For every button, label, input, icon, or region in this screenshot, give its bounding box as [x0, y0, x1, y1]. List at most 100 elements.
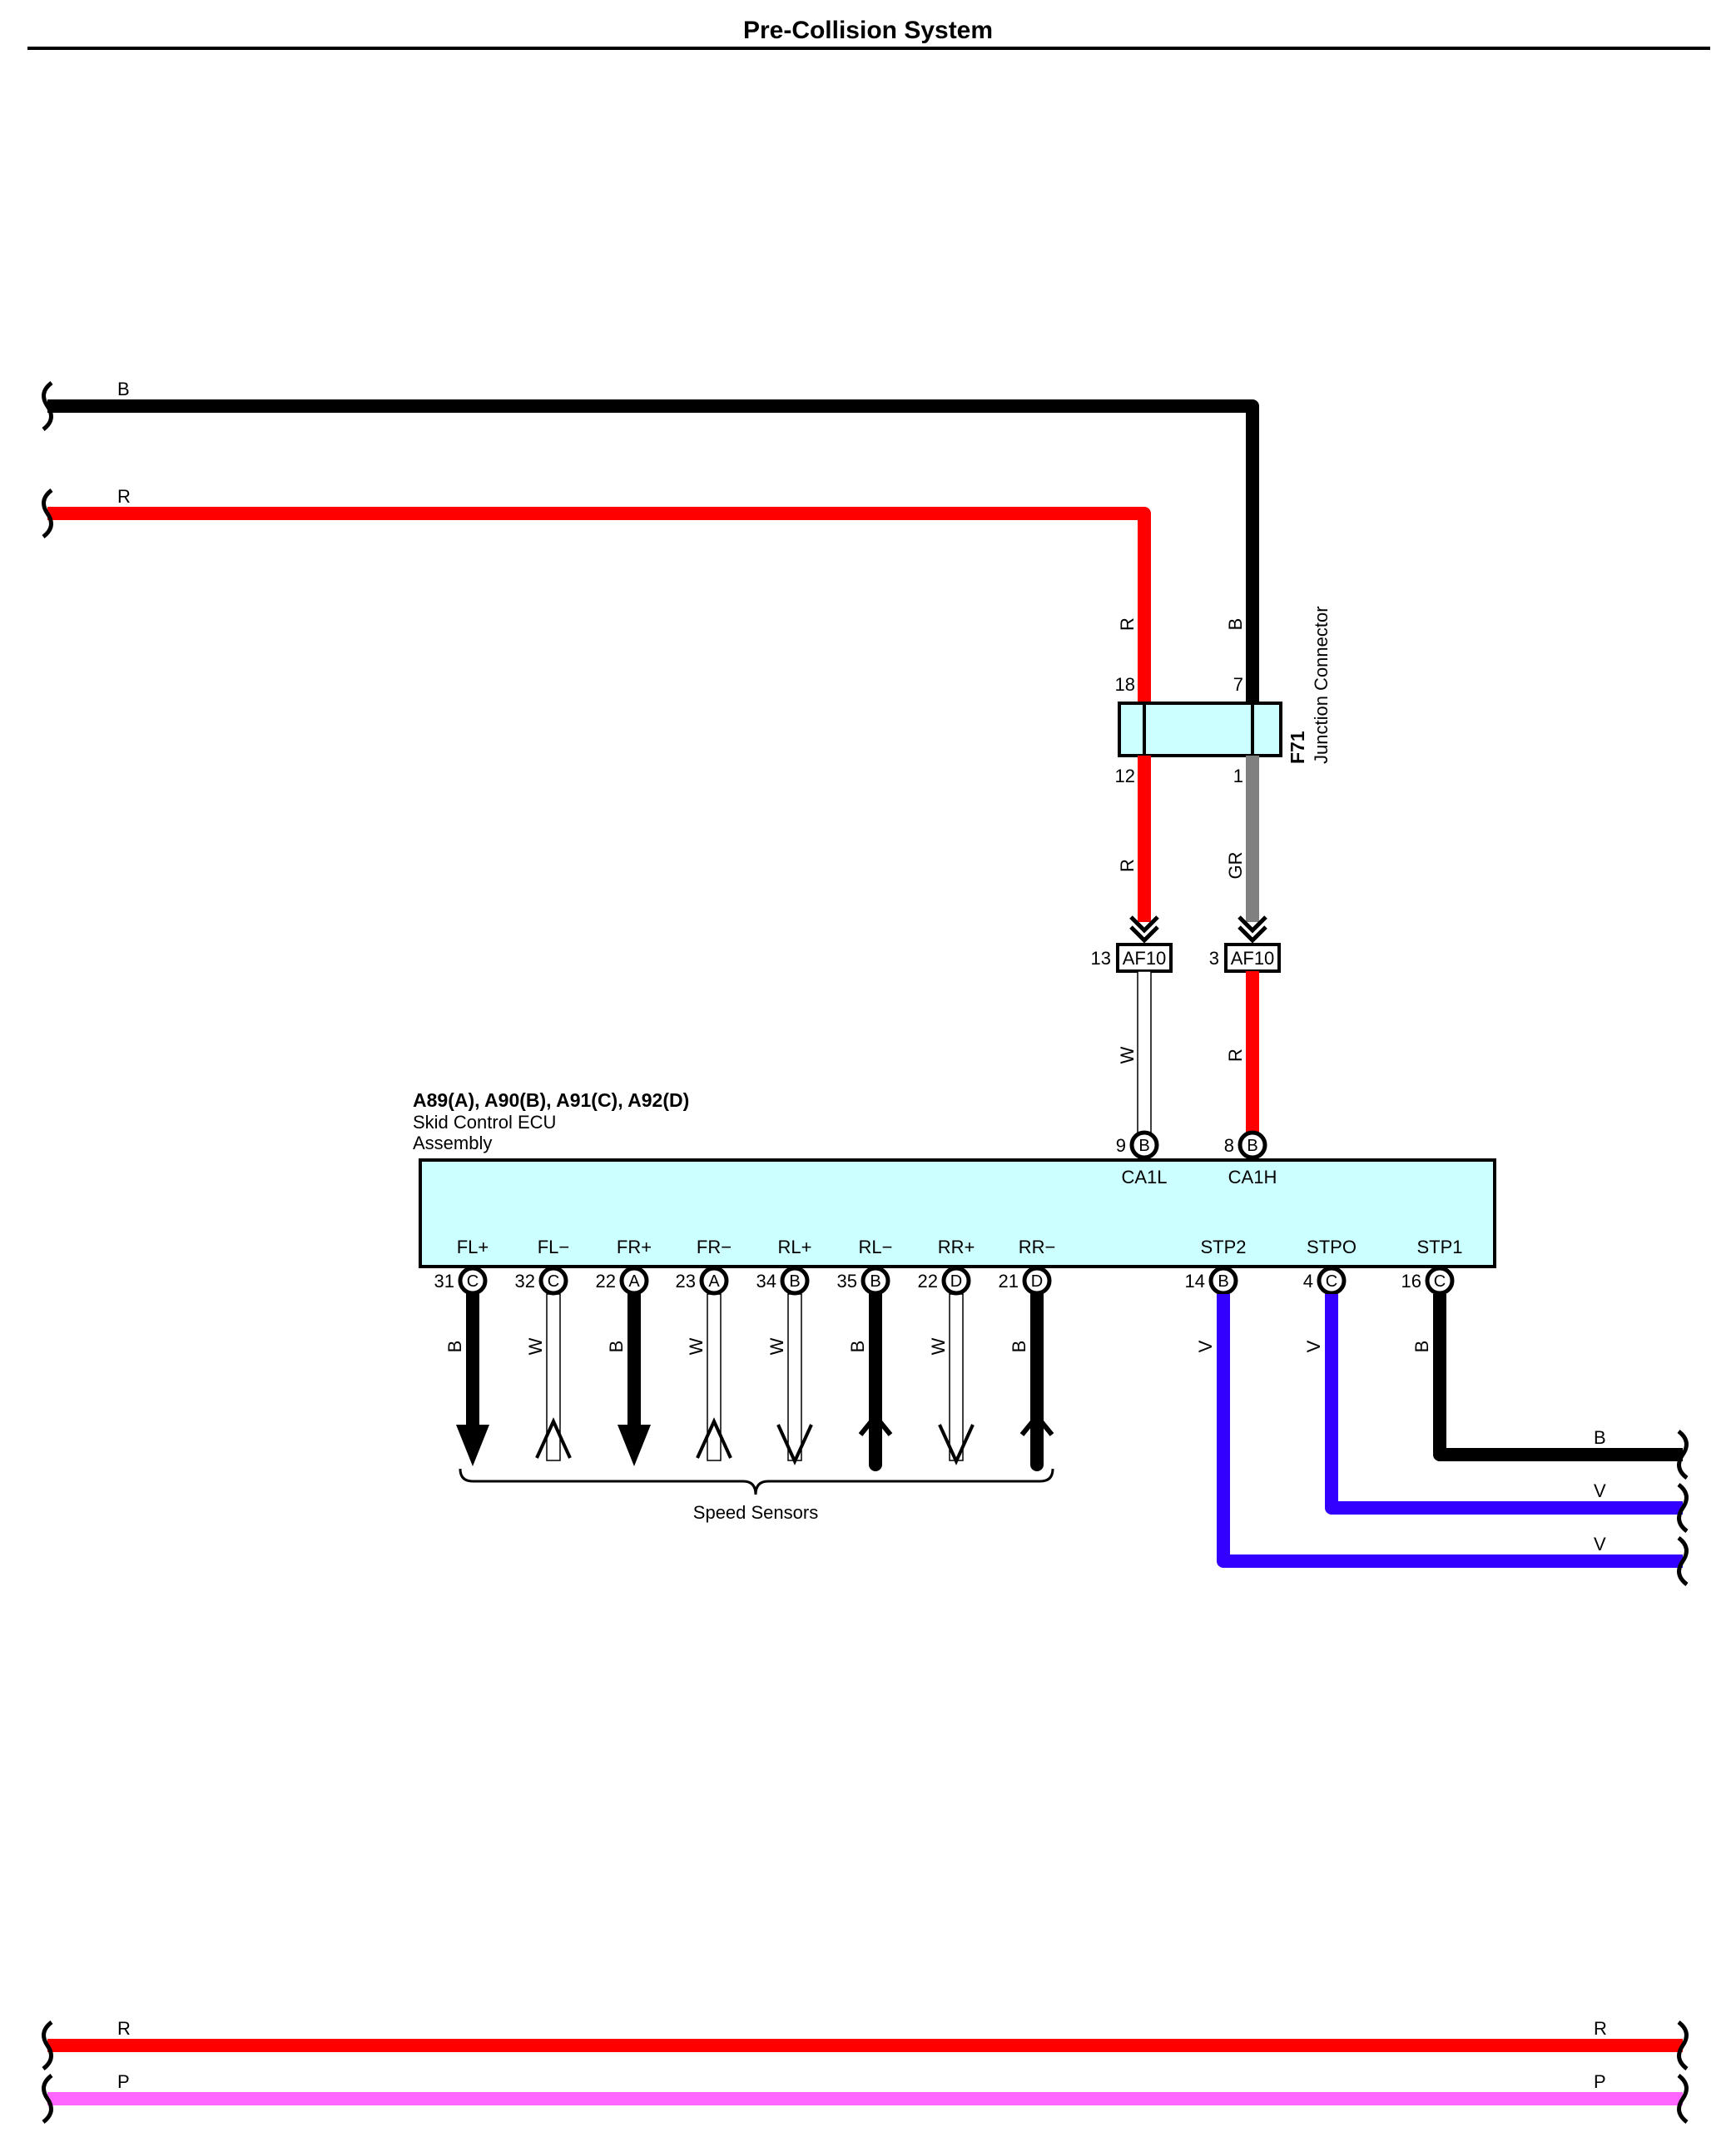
pin-marker: [699, 1266, 729, 1296]
pin-marker: [941, 1266, 971, 1296]
ecu-pin-rl-plus: WRL+B34: [756, 1237, 813, 1465]
pin-wire-label: B: [606, 1341, 627, 1353]
ecu-pin-fl-minus: WFL−C32: [515, 1237, 572, 1461]
wire-label-v2-exit: V: [1594, 1534, 1606, 1554]
chevron-r-icon: [1129, 915, 1159, 944]
pin-connector: D: [1031, 1272, 1043, 1291]
break-mark-r-bottom-right: [1677, 2021, 1689, 2070]
arrow-down-icon: [456, 1425, 489, 1466]
pin-label: FR+: [617, 1237, 652, 1257]
pin-marker: [1129, 1130, 1159, 1160]
break-mark-b-right: [1677, 1430, 1689, 1480]
pin-wire-label: V: [1195, 1340, 1216, 1352]
ecu-pin-fr-minus: W FR− A 23: [676, 1237, 732, 1461]
wire-v-stp2-exit: [1217, 1294, 1683, 1568]
pin-marker: [1208, 1266, 1238, 1296]
pin-label: RR−: [1019, 1237, 1056, 1257]
junction-pin-18: 18: [1115, 674, 1135, 695]
wire-label-gr-lower: GR: [1225, 852, 1246, 880]
pin-number: 35: [837, 1271, 857, 1292]
pin-marker: [780, 1266, 810, 1296]
ecu-bottom-pins: BFL+C31WFL−C32BFR+A22WFR−A23WRL+B34BRL−B…: [434, 1237, 1463, 1471]
ecu-pin-ca1h: B 8 CA1H: [1224, 1130, 1277, 1188]
junction-pin-1: 1: [1233, 766, 1243, 786]
pin-marker: [1238, 1130, 1267, 1160]
ecu-pin-rr-plus: WRR+D22: [918, 1237, 975, 1465]
junction-pin-12: 12: [1115, 766, 1135, 786]
ecu-pin-fl-plus: BFL+C31: [434, 1237, 489, 1466]
pin-wire-label: V: [1303, 1340, 1324, 1352]
pin-label: CA1H: [1228, 1167, 1277, 1188]
pin-connector: C: [548, 1272, 559, 1291]
pin-label: FL−: [538, 1237, 570, 1257]
pin-connector: C: [1434, 1272, 1446, 1291]
wire-r-top: [47, 507, 1151, 706]
pin-number: 14: [1185, 1271, 1205, 1292]
arrow-down-icon: [938, 1424, 975, 1465]
pin-label: RL+: [778, 1237, 812, 1257]
wire-label-r-can: R: [1225, 1049, 1246, 1062]
pin-number: 23: [676, 1271, 696, 1292]
arrow-up-icon: [858, 1412, 893, 1436]
break-mark-b-top: [42, 381, 53, 431]
pin-number: 34: [756, 1271, 776, 1292]
pin-label: STP1: [1416, 1237, 1462, 1257]
pin-connector: A: [708, 1272, 720, 1291]
pin-number: 9: [1116, 1135, 1126, 1156]
pin-label: STPO: [1307, 1237, 1357, 1257]
pin-marker: [619, 1266, 649, 1296]
arrow-down-icon: [776, 1424, 813, 1465]
ecu-box: [419, 1158, 1496, 1268]
page-title: Pre-Collision System: [743, 17, 993, 44]
pin-connector: D: [950, 1272, 962, 1291]
wire-label-b-exit: B: [1594, 1427, 1606, 1448]
ecu-name-line2: Assembly: [413, 1133, 492, 1153]
pin-wire-label: B: [847, 1341, 868, 1353]
ecu-pin-rr-minus: BRR−D21: [999, 1237, 1056, 1471]
break-mark-p-bottom-right: [1677, 2074, 1689, 2124]
pin-number: 22: [596, 1271, 616, 1292]
pin-connector: B: [870, 1272, 880, 1291]
pin-wire-label: B: [1411, 1341, 1432, 1353]
pin-label: FR−: [697, 1237, 732, 1257]
pin-wire-label: B: [444, 1341, 465, 1353]
af10-left-code: AF10: [1123, 948, 1167, 969]
junction-pin-7: 7: [1233, 674, 1243, 695]
wire-label-b-top: B: [117, 379, 130, 399]
pin-marker: [458, 1266, 488, 1296]
pin-connector: B: [1218, 1272, 1228, 1291]
junction-code: F71: [1287, 731, 1308, 764]
af10-right-code: AF10: [1231, 948, 1275, 969]
ecu-pin-fr-plus: B FR+ A 22: [596, 1237, 652, 1466]
wire-label-v1-exit: V: [1594, 1480, 1606, 1501]
pin-connector: C: [1326, 1272, 1337, 1291]
pin-label: RL−: [859, 1237, 893, 1257]
ecu-pin-stpo: V STPO C4: [1303, 1237, 1357, 1352]
wire-label-p-bottom-left: P: [117, 2071, 130, 2092]
arrow-up-icon: [696, 1417, 732, 1459]
pin-marker: [1425, 1266, 1455, 1296]
wire-w: [787, 1293, 802, 1461]
pin-marker: [538, 1266, 568, 1296]
wire-b-stp1-exit: [1433, 1294, 1683, 1461]
arrow-up-icon: [1019, 1412, 1054, 1436]
ecu-pin-rl-minus: B RL− B 35: [837, 1237, 893, 1471]
pin-number: 4: [1303, 1271, 1313, 1292]
wire-label-r-top: R: [117, 486, 131, 507]
pin-connector: A: [628, 1272, 640, 1291]
pin-number: 21: [999, 1271, 1019, 1292]
chevron-gr-icon: [1238, 915, 1267, 944]
wire-label-r-upper: R: [1117, 617, 1138, 631]
pin-connector: B: [1138, 1137, 1149, 1155]
pin-wire-label: W: [525, 1337, 546, 1355]
wire-label-b-upper: B: [1225, 618, 1246, 631]
ecu-name-line1: Skid Control ECU: [413, 1112, 556, 1133]
pin-marker: [1022, 1266, 1052, 1296]
wire-label-w-can: W: [1117, 1046, 1138, 1064]
wire-label-r-bottom-left: R: [117, 2018, 131, 2039]
junction-name: Junction Connector: [1311, 606, 1332, 764]
pin-wire-label: W: [686, 1337, 707, 1355]
